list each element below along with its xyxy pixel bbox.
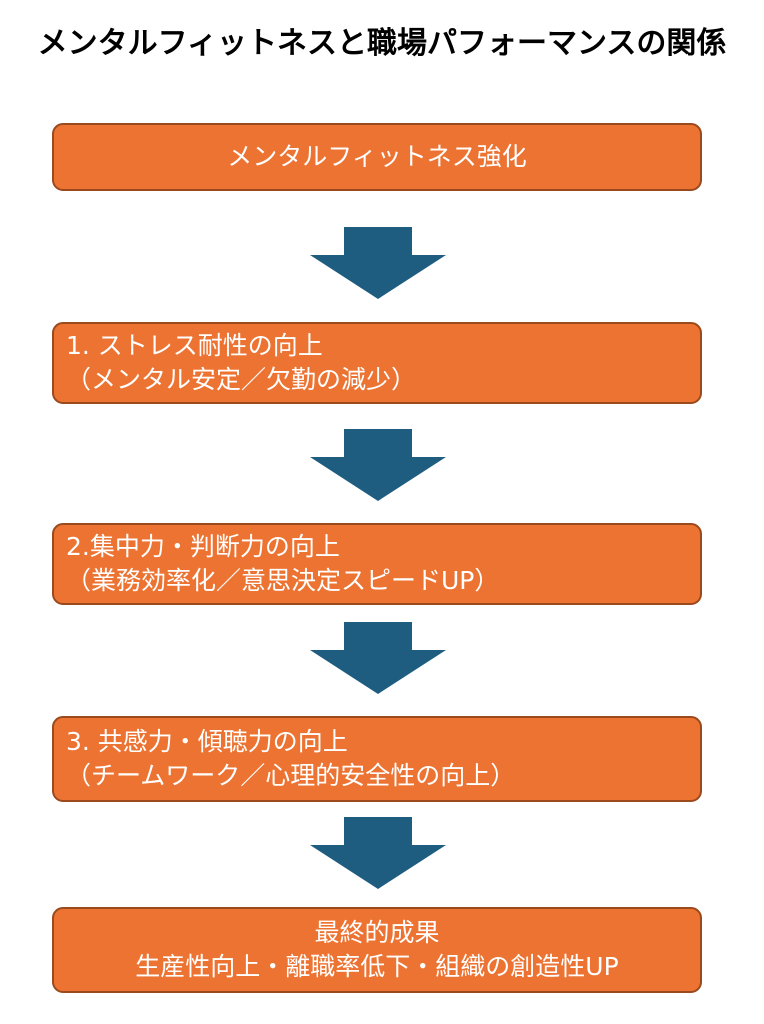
flow-box-heading: 最終的成果 [314, 918, 440, 947]
flow-box-mental-fitness: メンタルフィットネス強化 [52, 123, 702, 191]
flow-box-heading: 1. ストレス耐性の向上 [66, 331, 323, 360]
flow-box-detail: （メンタル安定／欠勤の減少） [66, 365, 417, 394]
down-arrow-icon [310, 429, 446, 501]
flow-box-stress-tolerance: 1. ストレス耐性の向上 （メンタル安定／欠勤の減少） [52, 322, 702, 404]
flow-box-detail: 生産性向上・離職率低下・組織の創造性UP [135, 952, 619, 981]
flow-box-detail: （業務効率化／意思決定スピードUP） [66, 566, 500, 595]
down-arrow-icon [310, 622, 446, 694]
flow-box-text: メンタルフィットネス強化 [227, 142, 527, 171]
flow-box-empathy-listening: 3. 共感力・傾聴力の向上 （チームワーク／心理的安全性の向上） [52, 716, 702, 802]
flow-box-final-outcome: 最終的成果 生産性向上・離職率低下・組織の創造性UP [52, 907, 702, 993]
flow-box-heading: 2.集中力・判断力の向上 [66, 532, 340, 561]
flow-box-detail: （チームワーク／心理的安全性の向上） [66, 761, 516, 790]
down-arrow-icon [310, 817, 446, 889]
diagram-title: メンタルフィットネスと職場パフォーマンスの関係 [37, 26, 727, 61]
down-arrow-icon [310, 227, 446, 299]
flow-box-heading: 3. 共感力・傾聴力の向上 [66, 727, 348, 756]
flow-box-focus-judgment: 2.集中力・判断力の向上 （業務効率化／意思決定スピードUP） [52, 523, 702, 605]
